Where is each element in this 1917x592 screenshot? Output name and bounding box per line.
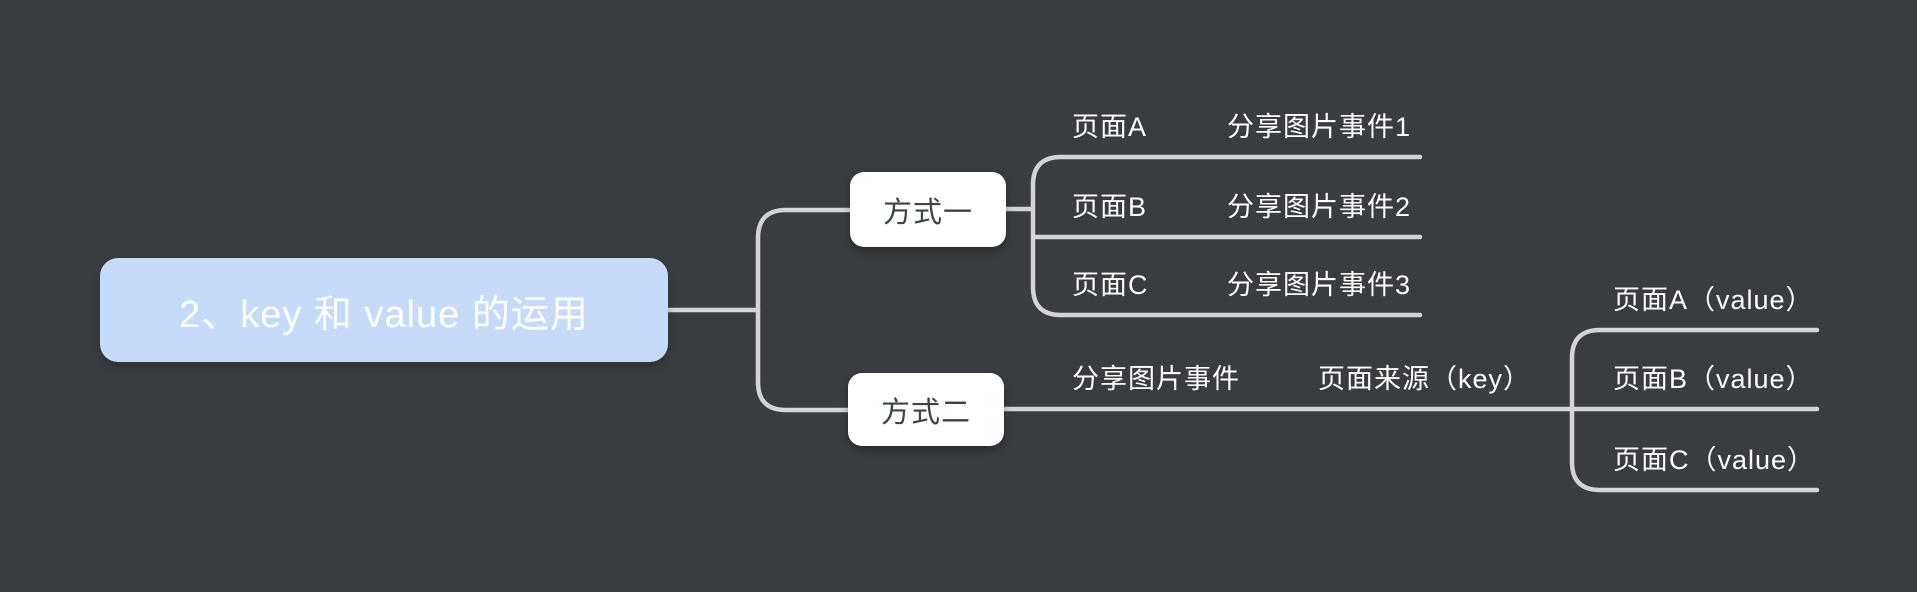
connector-root-method2: [755, 307, 852, 413]
connector-root-method1: [665, 207, 854, 313]
topic-method2-label: 方式二: [880, 396, 971, 429]
topic-page-a[interactable]: 页面A: [1072, 111, 1148, 142]
topic-page-c-value[interactable]: 页面C（value）: [1613, 444, 1816, 475]
connector-method1-children: [1002, 154, 1423, 318]
topic-page-a-value[interactable]: 页面A（value）: [1613, 284, 1814, 315]
topic-share-event-3[interactable]: 分享图片事件3: [1227, 269, 1412, 300]
root-topic-label: 2、key 和 value 的运用: [179, 293, 589, 336]
topic-page-c[interactable]: 页面C: [1072, 269, 1149, 300]
topic-page-b-value[interactable]: 页面B（value）: [1613, 363, 1814, 394]
topic-page-b[interactable]: 页面B: [1072, 191, 1148, 222]
root-topic[interactable]: 2、key 和 value 的运用: [100, 258, 668, 362]
topic-page-source-key[interactable]: 页面来源（key）: [1318, 363, 1532, 394]
topic-method1-label: 方式一: [882, 196, 973, 229]
topic-method1[interactable]: 方式一: [850, 172, 1006, 247]
topic-share-event-2[interactable]: 分享图片事件2: [1227, 191, 1412, 222]
connector-method2-children: [1000, 327, 1820, 493]
topic-share-event[interactable]: 分享图片事件: [1072, 363, 1240, 394]
topic-share-event-1[interactable]: 分享图片事件1: [1227, 111, 1412, 142]
topic-method2[interactable]: 方式二: [848, 373, 1004, 446]
